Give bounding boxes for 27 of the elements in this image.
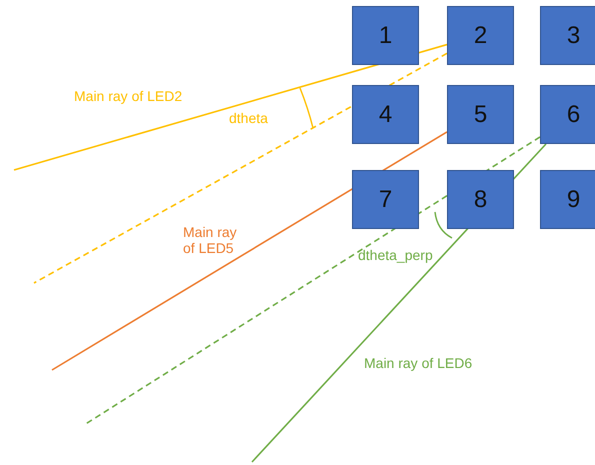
led-box bbox=[447, 6, 514, 65]
dashed-ray-line bbox=[84, 136, 540, 426]
led-number: 1 bbox=[378, 22, 392, 50]
led-number: 8 bbox=[474, 186, 488, 214]
led-number: 7 bbox=[378, 186, 392, 214]
angle-label: dtheta_perp bbox=[358, 247, 433, 263]
led-box bbox=[540, 85, 595, 144]
ray-line bbox=[52, 131, 448, 371]
led-box bbox=[352, 85, 419, 144]
led-box bbox=[352, 6, 419, 65]
led-number: 5 bbox=[474, 100, 488, 128]
edge-label: Main ray of LED2 bbox=[74, 88, 182, 104]
edge-label: Main ray of LED5 bbox=[183, 224, 238, 256]
led-box bbox=[540, 6, 595, 65]
led-box bbox=[352, 170, 419, 229]
dashed-ray-line bbox=[34, 52, 448, 284]
led-number: 6 bbox=[566, 100, 580, 128]
ray-line bbox=[14, 44, 448, 171]
led-box bbox=[447, 85, 514, 144]
edge-label: Main ray of LED6 bbox=[364, 355, 472, 371]
angle-label: dtheta bbox=[229, 110, 268, 126]
led-box bbox=[447, 170, 514, 229]
led-number: 4 bbox=[378, 100, 392, 128]
led-number: 9 bbox=[566, 186, 580, 214]
led-number: 3 bbox=[566, 22, 580, 50]
led-number: 2 bbox=[474, 22, 488, 50]
led-box bbox=[540, 170, 595, 229]
